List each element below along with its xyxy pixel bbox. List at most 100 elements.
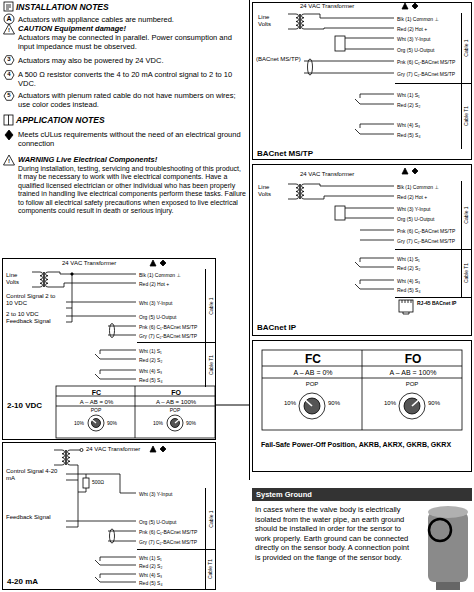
- dial-mark: 90%: [326, 400, 342, 407]
- wiring-4-20: [110, 529, 115, 543]
- wiring-mstp: [304, 61, 394, 73]
- wiring-4-20: [70, 450, 80, 527]
- dial-mark: POP: [88, 407, 104, 413]
- wire-label: Wht (4) S₃: [397, 121, 460, 129]
- table-cell: A – AB = 100%: [136, 398, 216, 406]
- dial-mark: POP: [400, 381, 424, 388]
- position-table-grid: [56, 386, 215, 438]
- wiring-ip: [402, 168, 418, 174]
- sensor-illustration: [436, 582, 460, 590]
- wire-label: Blk (1) Common ⊥: [397, 183, 460, 191]
- failsafe-table-grid: [262, 350, 462, 430]
- wire-label: Red (2) Hot +: [397, 25, 460, 33]
- note-icons: [4, 2, 15, 165]
- wire-label: Org (5) U-Output: [397, 46, 460, 54]
- sensor-illustration: [429, 519, 451, 541]
- note-text: Actuators may also be powered by 24 VDC.: [18, 56, 244, 65]
- wiring-ip: [345, 208, 394, 218]
- note-icons: [4, 56, 14, 65]
- note-icons: [5, 130, 13, 140]
- section-heading: APPLICATION NOTES: [16, 115, 216, 125]
- note-icons: [4, 71, 14, 80]
- note-text: A 500 Ω resistor converts the 4 to 20 mA…: [18, 70, 244, 88]
- wire-label: Red (5) S₄: [397, 286, 460, 294]
- wire-label: Org (5) U-Output: [397, 215, 460, 223]
- warning-heading: CAUTION Equipment damage!: [18, 24, 244, 33]
- line-volts-label: Line Volts: [258, 184, 284, 198]
- wire-label: Red (2) S₂: [397, 264, 460, 272]
- panel-title: BACnet MS/TP: [257, 149, 357, 159]
- wiring-2-10: [71, 273, 73, 275]
- failsafe-table-grid: [299, 393, 325, 419]
- wiring-ip: [288, 184, 304, 199]
- wiring-ip: [355, 258, 394, 289]
- table-cell: A – AB = 0%: [263, 368, 363, 378]
- wiring-4-20: [95, 557, 136, 582]
- position-table: FCFOA – AB = 0%A – AB = 100%: [57, 387, 216, 439]
- wire-label: Red (2) Hot +: [397, 193, 460, 201]
- wiring-4-20: [83, 478, 89, 488]
- cable-label: Cable T1: [206, 549, 214, 589]
- wiring-panel: BACnet MS/TPBlk (1) Common ⊥Red (2) Hot …: [252, 2, 472, 160]
- failsafe-table-grid: [262, 350, 462, 430]
- sensor-illustration: [428, 512, 468, 582]
- wiring-mstp: [355, 94, 394, 134]
- wire-label: Pnk (6) C₁-BACnet MS/TP: [139, 528, 204, 536]
- dial-mark: 10%: [151, 420, 165, 426]
- wire-label: Gry (7) C₂-BACnet MS/TP: [397, 70, 460, 78]
- dial-mark: 10%: [282, 400, 298, 407]
- wire-label: Pnk (6) C₁-BACnet MS/TP: [397, 227, 460, 235]
- wire-label: Pnk (6) C₁-BACnet MS/TP: [139, 323, 204, 331]
- signal-label: Feedback Signal: [6, 514, 62, 521]
- transformer-label: 24 VAC Transformer: [62, 260, 142, 267]
- note-icons: [4, 2, 13, 11]
- wiring-ip: [402, 300, 411, 314]
- panel-caption: Fail-Safe Power-Off Position, AKRB, AKRX…: [261, 441, 465, 450]
- wire-label: Org (5) U-Output: [139, 313, 204, 321]
- wiring-2-10: [48, 272, 136, 322]
- cable-divider: [137, 549, 215, 550]
- wire-label: Red (5) S₄: [397, 131, 460, 139]
- section-heading: INSTALLATION NOTES: [16, 2, 216, 12]
- cable-label: Cable T1: [462, 249, 470, 297]
- sensor-illustration: [428, 506, 468, 518]
- dial-mark: 90%: [426, 400, 442, 407]
- failsafe-table-grid: [262, 350, 462, 430]
- note-icons: [4, 155, 15, 165]
- failsafe-table-grid: [412, 398, 421, 406]
- failsafe-table-grid: [303, 398, 312, 406]
- wire-label: Red (2) S₂: [139, 356, 204, 364]
- failsafe-table-grid: [304, 398, 320, 414]
- icon-glyph: !: [4, 27, 14, 34]
- icon-glyph: !: [4, 158, 14, 165]
- panel-title: 4-20 mA: [7, 577, 67, 587]
- signal-label: Control Signal 4-20 mA: [6, 468, 62, 482]
- cable-label: Cable 1: [462, 13, 470, 83]
- transformer-label: 24 VAC Transformer: [86, 446, 156, 453]
- position-table-grid: [90, 418, 96, 423]
- wiring-mstp: [308, 59, 313, 75]
- note-icons: [4, 92, 14, 101]
- cable-label: Cable T1: [206, 342, 214, 387]
- cable-label: Cable 1: [206, 269, 214, 342]
- position-table-grid: [56, 386, 215, 438]
- note-text: Actuators may be connected in parallel. …: [18, 33, 244, 51]
- wire-label: Wht (3) Y-Input: [139, 299, 204, 307]
- terminal-block: Blk (1) Common ⊥Red (2) Hot +Wht (3) Y-I…: [395, 181, 471, 321]
- transformer-label: 24 VAC Transformer: [300, 3, 390, 10]
- table-header: FC: [263, 352, 363, 366]
- dial-mark: 90%: [105, 420, 119, 426]
- position-table-grid: [175, 418, 181, 423]
- wiring-2-10: [32, 272, 48, 287]
- note-text: During installation, testing, servicing …: [18, 165, 246, 215]
- wire-label: Gry (7) C₂-BACnet MS/TP: [397, 237, 460, 245]
- line-volts-label: Line Volts: [258, 14, 284, 28]
- warning-heading: WARNING Live Electrical Components!: [18, 155, 244, 164]
- port-label: RJ-45 BACnet IP: [417, 300, 467, 307]
- wiring-2-10: [110, 324, 115, 338]
- resistor-value: 500Ω: [92, 479, 112, 485]
- rj-divider: [395, 297, 471, 298]
- wiring-mstp: [288, 14, 304, 29]
- line-volts-label: Line Volts: [6, 272, 30, 286]
- icon-glyph: 3: [4, 56, 14, 63]
